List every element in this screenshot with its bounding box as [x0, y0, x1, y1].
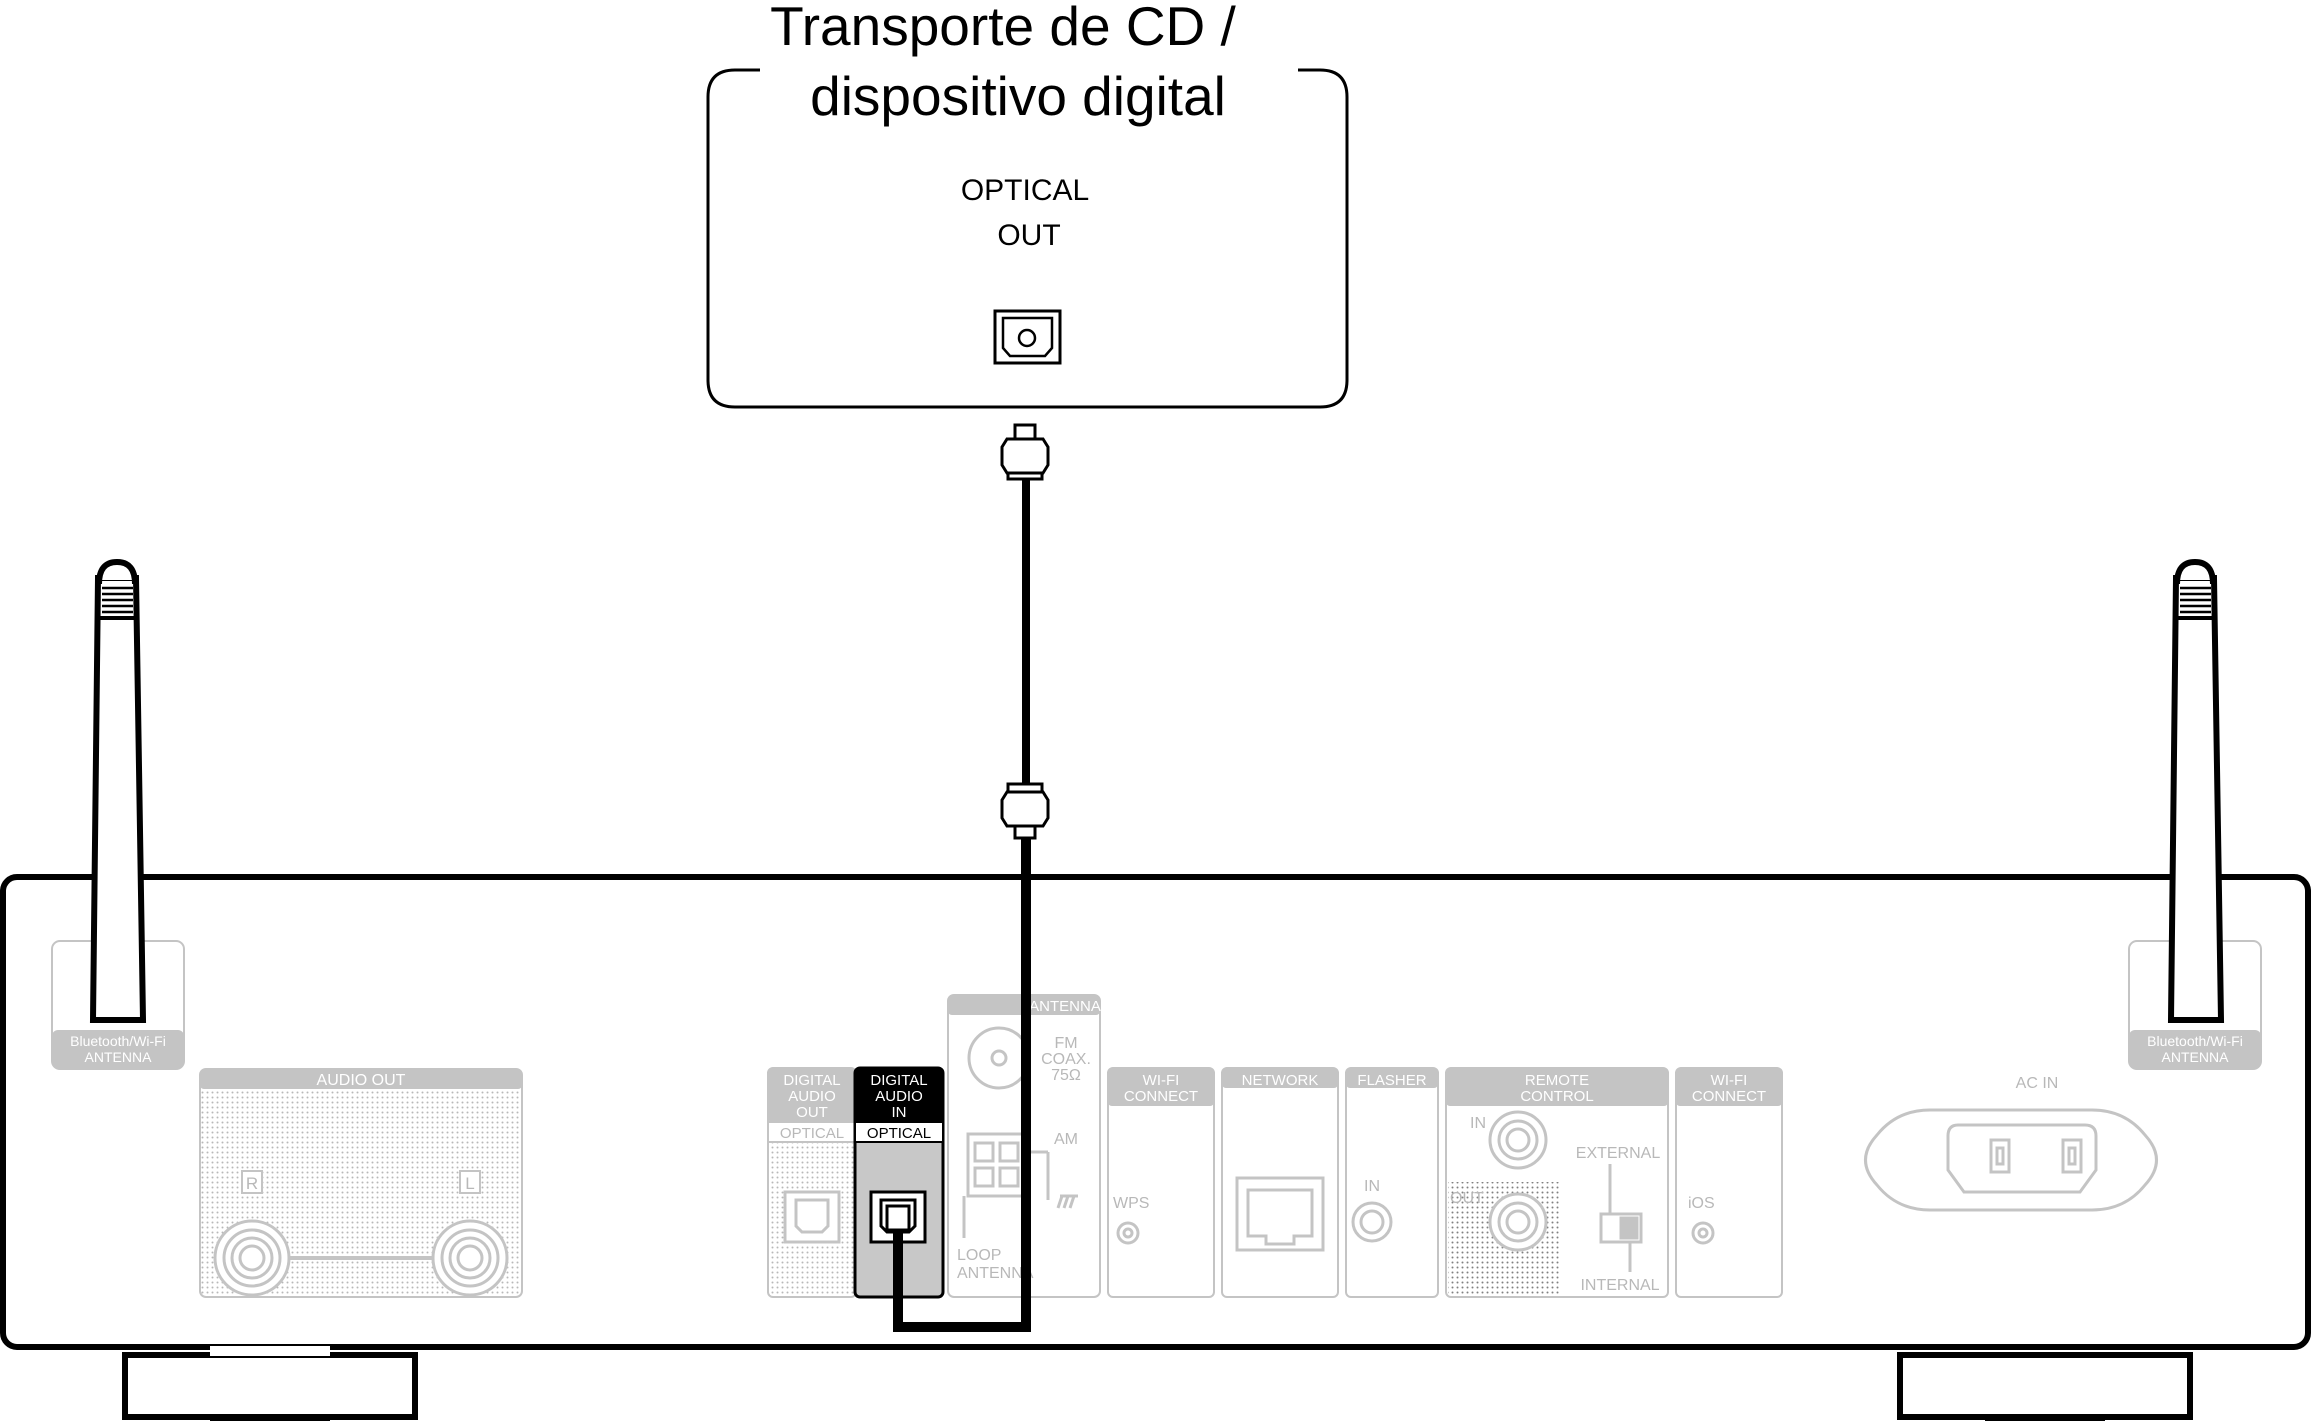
loop-antenna-label-line2: ANTENNA	[957, 1265, 1034, 1282]
cable-routing	[885, 838, 1031, 1332]
flasher-title: FLASHER	[1357, 1072, 1426, 1089]
cable-top-plug-icon	[1000, 423, 1050, 481]
wps-button-icon	[1116, 1221, 1140, 1245]
ac-inlet-icon	[1864, 1108, 2158, 1212]
source-device-title-line2: dispositivo digital	[810, 65, 1226, 127]
remote-control-section: REMOTE CONTROL IN OUT EXTERNAL INTERNAL	[1445, 1067, 1669, 1298]
remote-in-label: IN	[1470, 1115, 1486, 1132]
remote-control-label-line1: REMOTE	[1525, 1072, 1589, 1089]
digital-audio-out-label-line2: AUDIO	[788, 1088, 836, 1105]
wifi-connect-wps-section: WI-FI CONNECT WPS	[1107, 1067, 1215, 1298]
optical-out-label-line2: OUT	[997, 219, 1060, 252]
digital-audio-out-label-line1: DIGITAL	[783, 1072, 840, 1089]
digital-audio-in-section: DIGITAL AUDIO IN OPTICAL	[853, 1066, 945, 1299]
antenna-right-icon	[2167, 558, 2225, 1023]
loop-antenna-label-line1: LOOP	[957, 1247, 1001, 1264]
digital-audio-out-label-line3: OUT	[796, 1104, 828, 1121]
source-device-title-line1: Transporte de CD /	[770, 0, 1236, 57]
antenna-right-label-plate: Bluetooth/Wi-Fi ANTENNA	[2128, 940, 2262, 1070]
ac-in-section: AC IN	[1864, 1075, 2158, 1212]
remote-control-label-line2: CONTROL	[1520, 1088, 1593, 1105]
antenna-right-label-line1: Bluetooth/Wi-Fi	[2147, 1033, 2243, 1049]
flasher-in-label: IN	[1364, 1178, 1380, 1195]
optical-out-port-icon	[993, 309, 1062, 365]
ios-button-icon	[1691, 1221, 1715, 1245]
fm-label-line2: COAX.	[1041, 1051, 1091, 1068]
digital-audio-out-section: DIGITAL AUDIO OUT OPTICAL	[767, 1067, 857, 1298]
audio-out-l-jack-icon	[431, 1219, 509, 1297]
ac-in-title: AC IN	[2016, 1075, 2059, 1092]
digital-audio-in-label-line2: AUDIO	[875, 1088, 923, 1105]
wifi-connect-1-label-line2: CONNECT	[1124, 1088, 1198, 1105]
source-device-housing	[706, 68, 1349, 409]
wps-label: WPS	[1113, 1195, 1149, 1212]
fm-label-line1: FM	[1054, 1035, 1077, 1052]
digital-audio-in-label-line1: DIGITAL	[870, 1072, 927, 1089]
network-section: NETWORK	[1221, 1067, 1339, 1298]
cable-connector-at-port-icon	[885, 1204, 911, 1232]
antenna-left-label-plate: Bluetooth/Wi-Fi ANTENNA	[51, 940, 185, 1070]
audio-out-title: AUDIO OUT	[317, 1072, 406, 1089]
remote-out-label: OUT	[1450, 1190, 1484, 1207]
optical-cable	[1000, 423, 1050, 840]
digital-audio-in-port-label: OPTICAL	[867, 1125, 931, 1142]
wifi-connect-2-label-line1: WI-FI	[1711, 1072, 1748, 1089]
remote-switch-icon	[1599, 1164, 1643, 1272]
wifi-connect-ios-section: WI-FI CONNECT iOS	[1675, 1067, 1783, 1298]
ethernet-port-icon	[1235, 1176, 1325, 1252]
remote-internal-label: INTERNAL	[1580, 1277, 1659, 1294]
antenna-left-icon	[89, 558, 147, 1023]
audio-out-r-label: R	[246, 1174, 258, 1193]
source-device: Transporte de CD / dispositivo digital O…	[706, 0, 1349, 409]
cable-segment-upper	[1022, 479, 1030, 784]
audio-out-r-jack-icon	[213, 1219, 291, 1297]
digital-audio-out-port-icon	[783, 1190, 841, 1244]
antenna-right-label-line2: ANTENNA	[2162, 1049, 2230, 1065]
remote-out-jack-icon	[1488, 1192, 1548, 1252]
cable-bottom-plug-icon	[1000, 782, 1050, 840]
audio-out-section: AUDIO OUT R L	[199, 1068, 523, 1298]
fm-label-line3: 75Ω	[1051, 1067, 1081, 1084]
flasher-section: FLASHER IN	[1345, 1067, 1439, 1298]
ios-label: iOS	[1688, 1195, 1715, 1212]
wifi-connect-1-label-line1: WI-FI	[1143, 1072, 1180, 1089]
foot-left	[122, 1346, 418, 1421]
flasher-jack-icon	[1351, 1201, 1393, 1243]
digital-audio-in-label-line3: IN	[892, 1104, 907, 1121]
foot-right	[1897, 1352, 2193, 1421]
wifi-connect-2-label-line2: CONNECT	[1692, 1088, 1766, 1105]
audio-out-l-label: L	[465, 1174, 474, 1193]
optical-out-label-line1: OPTICAL	[961, 174, 1089, 207]
remote-external-label: EXTERNAL	[1576, 1145, 1661, 1162]
antenna-section-title: ANTENNA	[1029, 998, 1101, 1015]
network-title: NETWORK	[1242, 1072, 1319, 1089]
digital-audio-out-port-label: OPTICAL	[780, 1125, 844, 1142]
antenna-left-label-line2: ANTENNA	[85, 1049, 153, 1065]
antenna-left-label-line1: Bluetooth/Wi-Fi	[70, 1033, 166, 1049]
am-label: AM	[1054, 1131, 1078, 1148]
remote-in-jack-icon	[1488, 1110, 1548, 1170]
